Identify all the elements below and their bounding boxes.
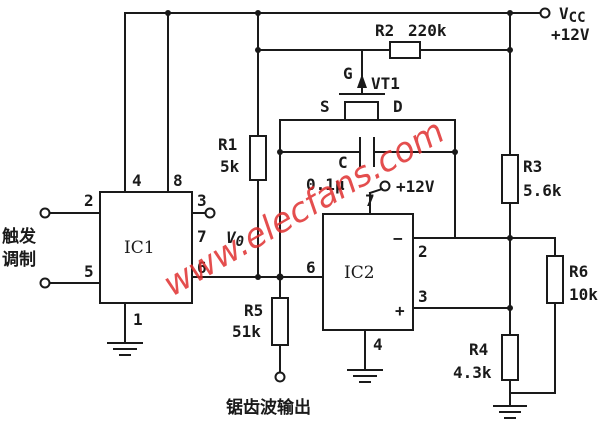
capacitor-c <box>359 137 375 167</box>
ic1-pin7: 7 <box>197 227 207 246</box>
ground-ic1-icon <box>107 342 143 356</box>
resistor-r1 <box>249 135 267 181</box>
vo-terminal <box>204 207 216 219</box>
ic1-pin3: 3 <box>197 191 207 210</box>
wires <box>49 12 556 407</box>
ground-divider-icon <box>493 405 527 419</box>
r5-ref: R5 <box>244 301 263 320</box>
resistor-r6 <box>546 255 564 304</box>
vt1-gate-label: G <box>343 64 353 83</box>
trigger-label-line1: 触发 <box>1 226 37 247</box>
capacitor-value: 0.1μ <box>306 175 345 194</box>
ic2-pin6: 6 <box>306 258 316 277</box>
r5-value: 51k <box>232 322 261 341</box>
ic1-pin1: 1 <box>133 310 143 329</box>
junction-dots <box>165 10 513 311</box>
resistor-r5 <box>271 297 289 346</box>
ic1-pin5: 5 <box>84 262 94 281</box>
r3-value: 5.6k <box>523 181 562 200</box>
vcc-voltage: +12V <box>551 25 590 44</box>
ic1-pin8: 8 <box>173 171 183 190</box>
ic1-label: IC1 <box>124 238 155 258</box>
sawtooth-output-label: 锯齿波输出 <box>226 397 311 418</box>
r6-ref: R6 <box>569 262 588 281</box>
resistor-r3 <box>501 154 519 204</box>
ic2-minus-sign: − <box>393 229 403 248</box>
transistor-vt1 <box>339 74 385 103</box>
r2-value: 220k <box>408 21 447 40</box>
resistor-r2 <box>389 41 421 59</box>
gate-arrow-icon <box>357 74 367 88</box>
r1-ref: R1 <box>218 135 237 154</box>
resistor-r4 <box>501 334 519 381</box>
trigger-terminal-1 <box>39 207 51 219</box>
r1-value: 5k <box>220 157 240 176</box>
r2-ref: R2 <box>375 21 394 40</box>
r6-value: 10k <box>569 285 598 304</box>
trigger-label-line2: 调制 <box>2 249 36 270</box>
vcc-label: VCC <box>559 4 586 26</box>
ic2-pin7: 7 <box>365 191 375 210</box>
r4-ref: R4 <box>469 340 488 359</box>
ic2-pin3: 3 <box>418 287 428 306</box>
ic1-body <box>99 191 193 304</box>
vt1-source-label: S <box>320 97 330 116</box>
vt1-drain-label: D <box>393 97 403 116</box>
vt1-ref: VT1 <box>371 74 400 93</box>
ic1-pin6: 6 <box>197 258 207 277</box>
ic1-pin2: 2 <box>84 191 94 210</box>
r4-value: 4.3k <box>453 363 492 382</box>
sawtooth-output-terminal <box>274 371 286 383</box>
trigger-terminal-2 <box>39 277 51 289</box>
ic2-supply-label: +12V <box>396 177 435 196</box>
ic2-pin2: 2 <box>418 242 428 261</box>
ground-ic2-icon <box>347 369 383 383</box>
ic2-pin4: 4 <box>373 335 383 354</box>
vcc-terminal <box>539 7 551 19</box>
vo-label: V0 <box>226 228 244 250</box>
ic1-pin4: 4 <box>132 171 142 190</box>
ic2-body <box>322 213 414 331</box>
ic2-plus-sign: + <box>395 301 405 320</box>
capacitor-ref: C <box>338 153 348 172</box>
r3-ref: R3 <box>523 157 542 176</box>
ic2-label: IC2 <box>344 263 375 283</box>
